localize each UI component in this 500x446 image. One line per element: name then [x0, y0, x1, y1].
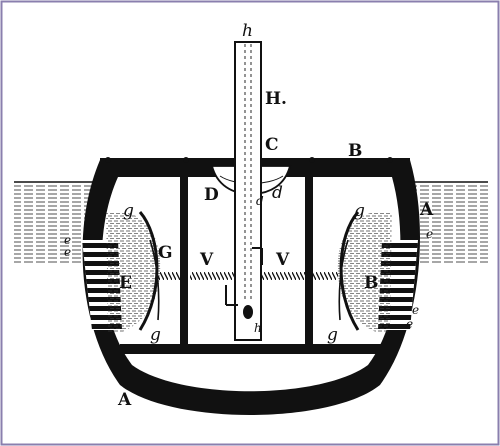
beam-bolts: [105, 157, 393, 163]
label-D: D: [204, 185, 219, 205]
label-B-top: B: [348, 141, 362, 161]
float-mechanism: [225, 247, 263, 319]
label-A-right: A: [419, 200, 434, 220]
label-E: E: [119, 273, 132, 293]
bag-left: [106, 211, 161, 332]
label-A-bottom: A: [117, 390, 132, 410]
label-e-right2: e: [412, 303, 419, 317]
bag-right: [337, 211, 392, 332]
spring-inner-right: [262, 272, 305, 280]
label-e-left2: e: [64, 245, 71, 259]
label-C: C: [265, 135, 279, 155]
label-d-small: d: [256, 194, 264, 208]
label-V-right: V: [275, 250, 290, 270]
spring-inner-left: [190, 272, 235, 280]
label-H: H.: [265, 89, 287, 109]
label-e-right1: e: [426, 227, 433, 241]
spring-outer-left: [158, 272, 180, 280]
inner-post-right: [305, 166, 313, 344]
label-g-right: g: [354, 201, 365, 221]
label-d-right: d: [272, 183, 283, 203]
inner-post-left: [180, 166, 188, 344]
label-g-bottom-right: g: [327, 325, 338, 345]
label-V-left: V: [199, 250, 214, 270]
spring-outer-right: [313, 272, 338, 280]
label-h-top: h: [242, 21, 253, 41]
tube: [234, 41, 262, 341]
label-g-left: g: [123, 201, 134, 221]
label-g-bottom-left: g: [150, 325, 161, 345]
label-B-right: B: [364, 273, 378, 293]
label-e-right3: e: [406, 317, 413, 331]
label-G: G: [158, 243, 173, 263]
label-e-left1: e: [64, 233, 71, 247]
bottom-plate: [120, 344, 382, 354]
label-h-bottom: h: [254, 321, 262, 335]
